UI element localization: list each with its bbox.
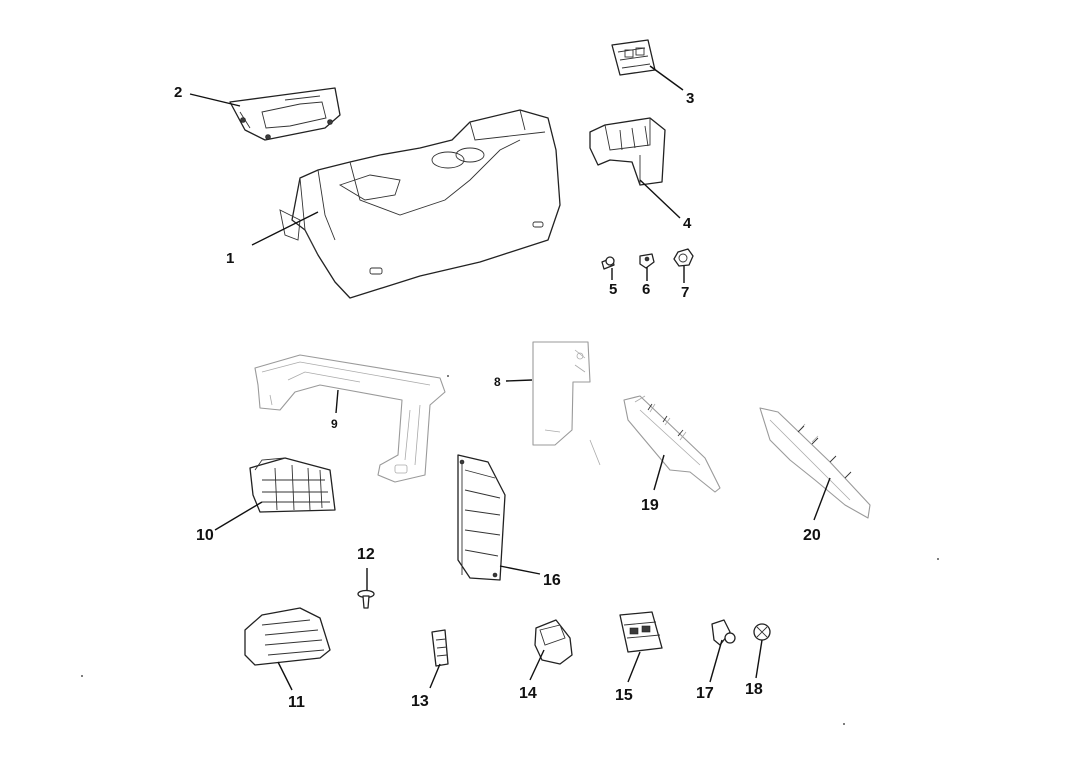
part-1-center-console — [279, 109, 561, 299]
callout-12: 12 — [357, 546, 375, 563]
part-2-shifter-bezel — [229, 87, 341, 141]
part-6-clip — [639, 253, 655, 269]
part-13-connector — [431, 629, 449, 667]
callout-19: 19 — [641, 497, 659, 514]
part-3-switch-module — [611, 39, 656, 76]
part-5-screw — [601, 256, 615, 270]
stray-dot — [447, 375, 449, 377]
part-9-support-bracket — [254, 354, 446, 483]
callout-20: 20 — [803, 527, 821, 544]
part-15-switch-module — [619, 611, 663, 653]
callout-9: 9 — [331, 417, 338, 431]
callout-16: 16 — [543, 572, 561, 589]
part-16-trim-panel — [457, 454, 506, 581]
part-18-screw — [753, 623, 771, 641]
callout-17: 17 — [696, 685, 714, 702]
callout-14: 14 — [519, 685, 537, 702]
stray-dot — [843, 723, 845, 725]
part-8-side-panel — [532, 341, 601, 466]
part-12-push-pin — [357, 589, 375, 609]
callout-10: 10 — [196, 527, 214, 544]
callout-2: 2 — [174, 84, 182, 101]
callout-6: 6 — [642, 281, 650, 298]
part-19-side-trim — [623, 395, 721, 493]
part-11-cover — [244, 607, 331, 666]
callout-11: 11 — [288, 694, 305, 711]
callout-4: 4 — [683, 215, 692, 232]
callout-13: 13 — [411, 693, 429, 710]
part-4-bracket — [589, 117, 666, 186]
stray-dot — [81, 675, 83, 677]
stray-dot — [937, 558, 939, 560]
part-17-clip — [711, 619, 736, 646]
part-10-switch-bracket — [249, 457, 336, 513]
part-7-nut — [673, 248, 694, 267]
callout-labels: 1 2 3 4 5 6 7 8 9 10 11 12 13 14 15 16 1… — [174, 84, 821, 711]
callout-8: 8 — [494, 375, 501, 389]
callout-7: 7 — [681, 284, 689, 301]
part-14-switch — [534, 619, 573, 665]
callout-3: 3 — [686, 90, 694, 107]
callout-18: 18 — [745, 681, 763, 698]
callout-15: 15 — [615, 687, 633, 704]
callout-1: 1 — [226, 250, 234, 267]
part-20-side-trim — [759, 407, 871, 519]
callout-5: 5 — [609, 281, 617, 298]
leader-lines — [189, 65, 831, 691]
